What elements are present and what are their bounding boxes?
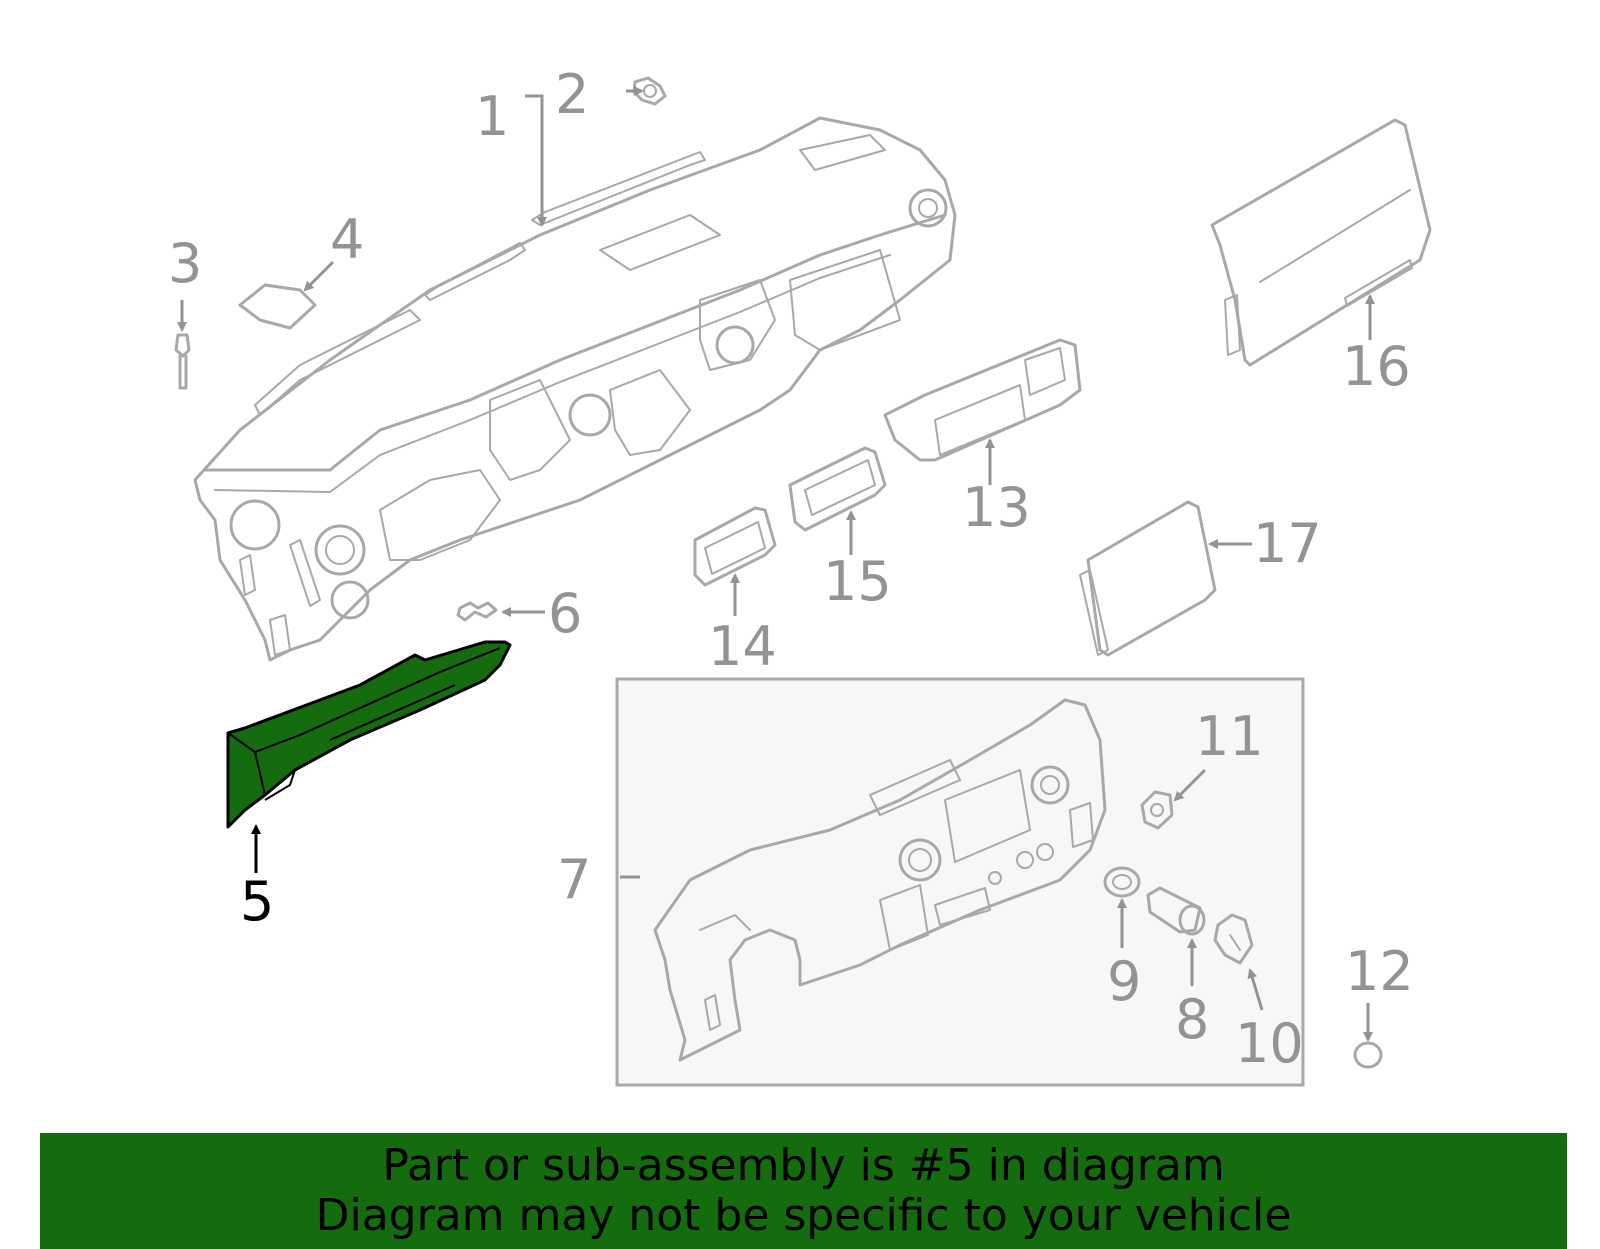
callout-9: 9 (1107, 950, 1141, 1013)
callout-labels: 1 2 3 4 5 6 7 8 9 10 11 12 13 14 15 16 1… (168, 63, 1414, 1075)
callout-4: 4 (330, 208, 364, 271)
callout-8: 8 (1175, 988, 1209, 1051)
knob-part-11 (1140, 790, 1174, 830)
callout-3: 3 (168, 232, 202, 295)
cover-part-4 (238, 283, 317, 330)
instrument-panel-part (193, 116, 957, 662)
airbag-part-16 (1210, 118, 1432, 367)
sub-assembly-7-box (615, 677, 1305, 1087)
callout-12: 12 (1345, 940, 1414, 1003)
callout-11: 11 (1195, 705, 1264, 768)
switch-part-8 (1146, 886, 1206, 936)
callout-13: 13 (962, 476, 1031, 539)
banner-line-1: Part or sub-assembly is #5 in diagram (382, 1140, 1225, 1191)
pin-part-3 (174, 333, 191, 390)
callout-16: 16 (1342, 335, 1411, 398)
leader-lines (177, 86, 1375, 1042)
cap-part-12 (1353, 1041, 1383, 1069)
module-part-17 (1079, 500, 1217, 657)
vent-part-13 (883, 338, 1082, 462)
finish-panel-part-7 (653, 698, 1107, 1062)
knob-part-10 (1213, 913, 1254, 965)
vent-part-14 (693, 506, 777, 587)
callout-14: 14 (708, 615, 777, 678)
callout-15: 15 (823, 550, 892, 613)
switch-part-9 (1103, 866, 1141, 898)
callout-1: 1 (475, 85, 509, 148)
info-banner: Part or sub-assembly is #5 in diagram Di… (40, 1133, 1567, 1249)
bracket-part-6 (456, 601, 498, 622)
vent-part-15 (788, 446, 887, 532)
callout-17: 17 (1253, 512, 1322, 575)
highlighted-part-5 (226, 640, 512, 829)
callout-5: 5 (240, 870, 274, 933)
banner-line-2: Diagram may not be specific to your vehi… (315, 1190, 1292, 1241)
callout-6: 6 (548, 582, 582, 645)
callout-10: 10 (1235, 1012, 1304, 1075)
callout-7: 7 (557, 848, 591, 911)
callout-2: 2 (555, 63, 589, 126)
highlighted-part-fill (226, 640, 512, 829)
